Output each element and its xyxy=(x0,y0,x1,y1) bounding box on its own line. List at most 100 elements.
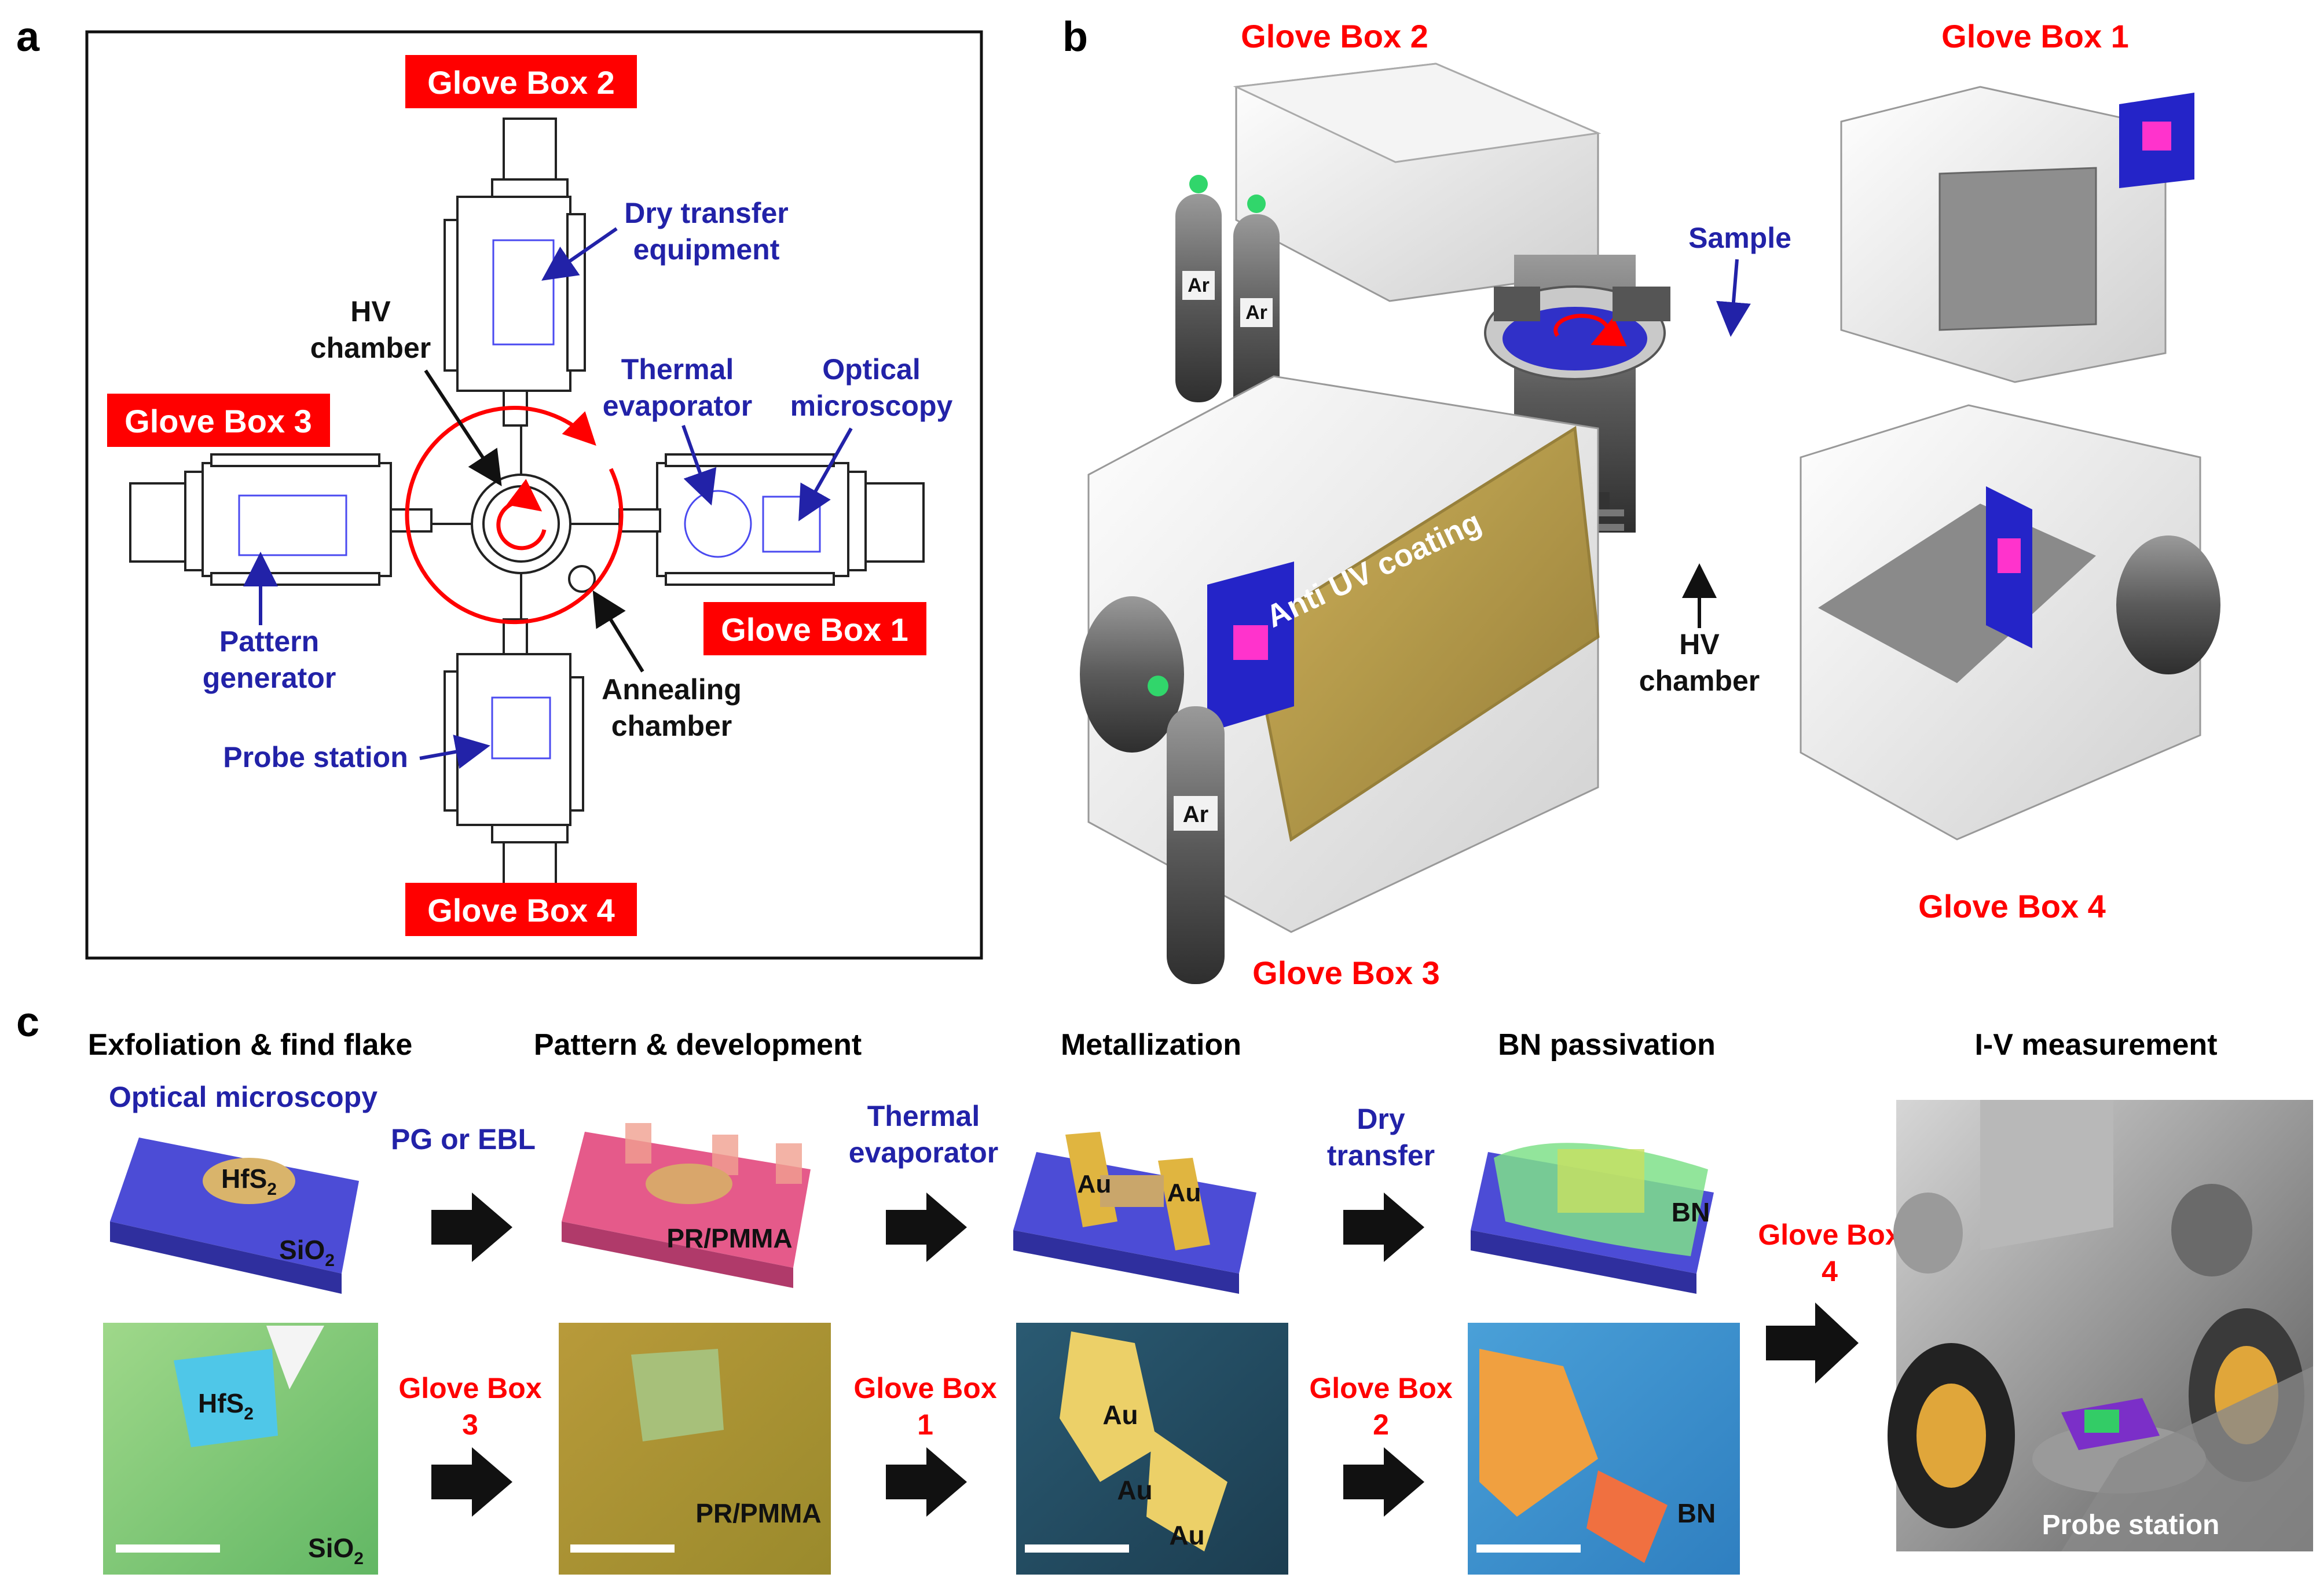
panel-b: b Glove Box 2 Glove Box 1 Glove Box 4 Gl… xyxy=(1062,14,2220,991)
c-pr-pmma-photo-label: PR/PMMA xyxy=(695,1498,821,1528)
c-scale-bar-1 xyxy=(116,1544,220,1553)
pattern-label-2: generator xyxy=(203,662,336,694)
glove-box-3-label: Glove Box 3 xyxy=(124,403,312,439)
panel-label-c: c xyxy=(16,999,39,1045)
c-scale-bar-3 xyxy=(1025,1544,1129,1553)
pattern-label-1: Pattern xyxy=(219,625,319,658)
label-box-gb3 xyxy=(107,394,330,447)
c-gb1-label-2: 1 xyxy=(917,1408,933,1441)
c-arrow-3-bottom xyxy=(1343,1447,1424,1517)
c-arrows xyxy=(431,1193,1859,1517)
c-gb3-label-1: Glove Box xyxy=(398,1372,541,1404)
b-ar-cylinders-back: Ar Ar xyxy=(1175,175,1280,423)
c-hfs2-photo-label: HfS2 xyxy=(198,1388,254,1423)
c-schematic-exfoliation: HfS2 SiO2 xyxy=(110,1138,359,1294)
thermal-arrow xyxy=(681,424,717,506)
dry-transfer-label-2: equipment xyxy=(633,233,780,266)
c-arrow-1-top xyxy=(431,1193,512,1262)
glove-box-4-label: Glove Box 4 xyxy=(427,892,615,929)
b-glove-box-4-label: Glove Box 4 xyxy=(1918,888,2106,924)
optical-label-1: Optical xyxy=(822,353,920,386)
c-header-bn: BN passivation xyxy=(1498,1028,1716,1062)
c-au-photo-label-3: Au xyxy=(1169,1520,1204,1550)
c-bn-top-label: BN xyxy=(1672,1197,1710,1227)
c-bn-photo-label: BN xyxy=(1677,1498,1716,1528)
c-arrow-3-top xyxy=(1343,1193,1424,1262)
c-au-top-label-1: Au xyxy=(1078,1170,1112,1198)
c-gb4-label-2: 4 xyxy=(1822,1255,1838,1287)
c-thermal-label-1: Thermal xyxy=(867,1100,980,1132)
outer-rotation-arrow xyxy=(405,406,624,625)
c-sio2-top-label: SiO2 xyxy=(279,1235,335,1270)
c-header-pattern: Pattern & development xyxy=(534,1028,862,1062)
c-arrow-1-bottom xyxy=(431,1447,512,1517)
c-dry-label-2: transfer xyxy=(1327,1139,1435,1172)
b-ar-label-front: Ar xyxy=(1183,802,1208,827)
c-arrow-2-bottom xyxy=(886,1447,967,1517)
c-thermal-label-2: evaporator xyxy=(849,1136,998,1169)
c-header-metallization: Metallization xyxy=(1061,1028,1241,1062)
c-photo-pattern: PR/PMMA xyxy=(559,1323,831,1575)
b-glove-box-3 xyxy=(1080,375,1600,933)
b-glove-box-1-label: Glove Box 1 xyxy=(1941,18,2129,54)
c-pg-ebl-label: PG or EBL xyxy=(391,1123,536,1155)
b-glove-box-3-label: Glove Box 3 xyxy=(1252,955,1440,991)
panel-label-a: a xyxy=(16,14,40,60)
c-scale-bar-2 xyxy=(570,1544,675,1553)
panel-label-b: b xyxy=(1062,14,1088,60)
label-box-gb4 xyxy=(405,883,637,936)
dry-transfer-arrow xyxy=(541,227,618,281)
hv-label-2: chamber xyxy=(310,332,431,364)
b-ar-label-2: Ar xyxy=(1245,302,1267,324)
c-gb2-label-1: Glove Box xyxy=(1309,1372,1452,1404)
c-arrow-2-top xyxy=(886,1193,967,1262)
c-arrow-4 xyxy=(1766,1303,1859,1384)
optical-arrow xyxy=(798,427,853,522)
c-pr-pmma-top-label: PR/PMMA xyxy=(666,1223,792,1253)
glove-box-1-label: Glove Box 1 xyxy=(721,611,908,648)
glove-box-2-label: Glove Box 2 xyxy=(427,64,615,101)
c-scale-bar-4 xyxy=(1476,1544,1581,1553)
c-photo-exfoliation: HfS2 SiO2 xyxy=(103,1323,378,1575)
label-box-gb2 xyxy=(405,55,637,108)
hv-arrow xyxy=(424,369,502,487)
c-optical-label: Optical microscopy xyxy=(109,1081,378,1113)
optical-label-2: microscopy xyxy=(790,390,953,422)
hv-label-1: HV xyxy=(350,295,391,328)
b-glove-box-2 xyxy=(1233,63,1602,302)
annealing-label-2: chamber xyxy=(611,710,732,742)
b-glove-box-1 xyxy=(1840,86,2194,383)
inner-rotation-arrow xyxy=(496,479,547,551)
b-hv-label-2: chamber xyxy=(1639,665,1760,697)
c-dry-label-1: Dry xyxy=(1357,1103,1405,1135)
c-probe-station-render: Probe station xyxy=(1888,1100,2313,1551)
label-box-gb1 xyxy=(703,602,926,655)
c-gb3-label-2: 3 xyxy=(462,1408,478,1441)
c-hfs2-top-label: HfS2 xyxy=(221,1164,277,1199)
c-gb1-label-1: Glove Box xyxy=(853,1372,996,1404)
annealing-label-1: Annealing xyxy=(602,673,742,706)
dry-transfer-label-1: Dry transfer xyxy=(624,197,788,229)
glove-box-2-drawing xyxy=(444,118,586,427)
c-au-photo-label-2: Au xyxy=(1117,1475,1152,1505)
c-gb2-label-2: 2 xyxy=(1373,1408,1389,1441)
probe-arrow xyxy=(419,735,490,769)
c-gb4-label-1: Glove Box xyxy=(1758,1219,1901,1251)
c-sio2-photo-label: SiO2 xyxy=(308,1533,364,1568)
thermal-label-1: Thermal xyxy=(621,353,734,386)
b-sample-label: Sample xyxy=(1688,222,1791,254)
thermal-label-2: evaporator xyxy=(603,390,752,422)
c-header-exfoliation: Exfoliation & find flake xyxy=(88,1028,413,1062)
b-ar-cylinder-front: Ar xyxy=(1148,676,1225,984)
b-glove-box-4 xyxy=(1800,404,2220,841)
c-probe-station-label: Probe station xyxy=(2042,1510,2220,1540)
b-ar-label-1: Ar xyxy=(1188,274,1210,296)
probe-label: Probe station xyxy=(223,741,408,773)
b-glove-box-2-label: Glove Box 2 xyxy=(1241,18,1428,54)
c-au-top-label-2: Au xyxy=(1167,1179,1201,1207)
c-schematic-pattern: PR/PMMA xyxy=(562,1123,811,1288)
c-photo-bn: BN xyxy=(1468,1323,1740,1575)
c-header-iv: I-V measurement xyxy=(1974,1028,2217,1062)
c-schematic-bn: BN xyxy=(1471,1143,1714,1294)
